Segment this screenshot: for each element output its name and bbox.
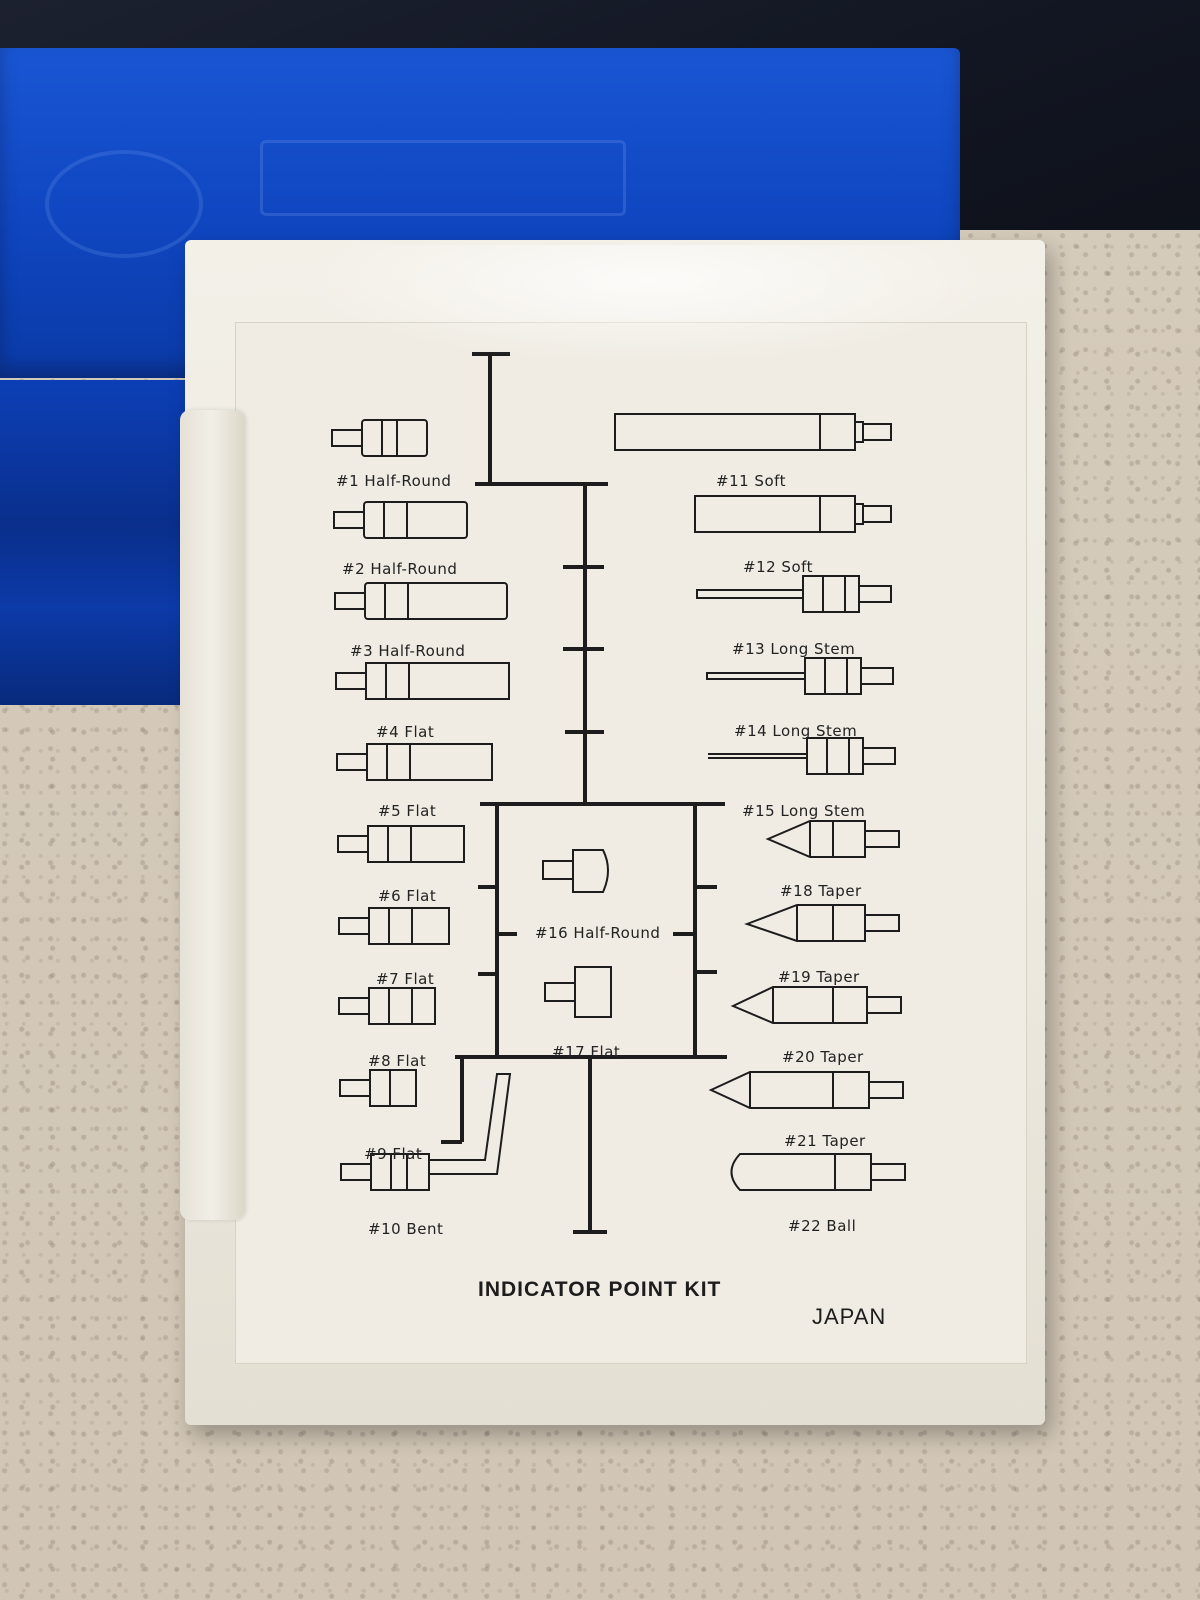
indicator-point-diagram (331, 352, 906, 1234)
part-label-15: #15 Long Stem (742, 802, 866, 820)
part-label-3: #3 Half-Round (350, 642, 466, 660)
part-label-6: #6 Flat (378, 887, 437, 905)
part-label-17: #17 Flat (552, 1043, 621, 1061)
part-label-10: #10 Bent (368, 1220, 444, 1238)
part-label-7: #7 Flat (376, 970, 435, 988)
part-label-20: #20 Taper (782, 1048, 864, 1066)
part-label-16: #16 Half-Round (535, 924, 661, 942)
part-label-9: #9 Flat (364, 1145, 423, 1163)
part-label-1: #1 Half-Round (336, 472, 452, 490)
embossed-case-emblem (45, 150, 203, 258)
part-label-2: #2 Half-Round (342, 560, 458, 578)
part-label-5: #5 Flat (378, 802, 437, 820)
part-label-4: #4 Flat (376, 723, 435, 741)
part-label-11: #11 Soft (716, 472, 787, 490)
part-label-12: #12 Soft (743, 558, 814, 576)
part-label-21: #21 Taper (784, 1132, 866, 1150)
blue-case-base (0, 380, 200, 705)
part-label-8: #8 Flat (368, 1052, 427, 1070)
part-label-18: #18 Taper (780, 882, 862, 900)
part-label-14: #14 Long Stem (734, 722, 858, 740)
part-label-19: #19 Taper (778, 968, 860, 986)
kit-title: INDICATOR POINT KIT (478, 1278, 722, 1301)
part-label-22: #22 Ball (788, 1217, 857, 1235)
embossed-case-logo (260, 140, 626, 216)
box-closure-tab (180, 410, 244, 1220)
country-of-origin: JAPAN (812, 1304, 887, 1329)
part-label-13: #13 Long Stem (732, 640, 856, 658)
